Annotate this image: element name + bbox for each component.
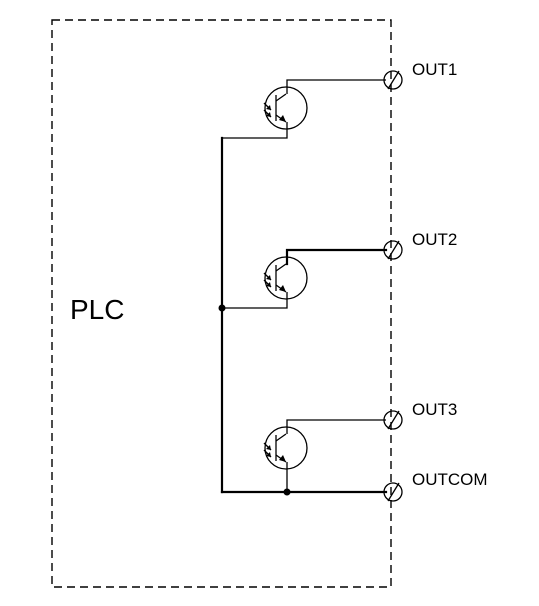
terminal-out3: OUT3 — [383, 400, 457, 430]
terminal-out1: OUT1 — [383, 60, 457, 90]
plc-boundary — [51, 19, 392, 588]
terminal-out2-label: OUT2 — [412, 230, 457, 249]
terminal-outcom-label: OUTCOM — [412, 470, 488, 489]
phototransistor-1 — [222, 79, 386, 139]
terminal-out1-label: OUT1 — [412, 60, 457, 79]
terminal-out3-label: OUT3 — [412, 400, 457, 419]
plc-label: PLC — [70, 294, 124, 325]
terminal-out2: OUT2 — [383, 230, 457, 260]
phototransistor-3 — [263, 419, 386, 492]
phototransistor-2 — [222, 248, 388, 309]
terminal-outcom: OUTCOM — [383, 470, 488, 502]
